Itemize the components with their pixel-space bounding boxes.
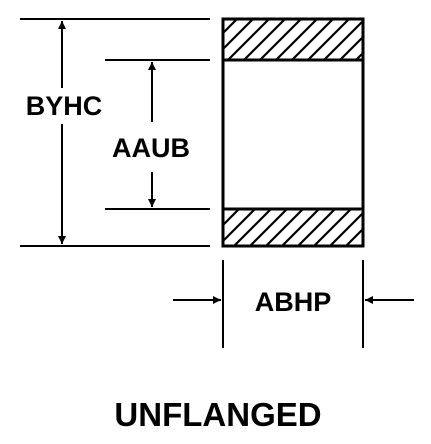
width-dimension-label: ABHP: [255, 287, 332, 317]
bottom-wall-hatch: [224, 209, 362, 245]
inner-dimension-label: AAUB: [112, 133, 190, 163]
width-dimension: ABHP: [173, 260, 414, 348]
outer-dimension: BYHC: [20, 18, 210, 247]
outer-dimension-label: BYHC: [26, 91, 103, 121]
inner-dimension: AAUB: [105, 59, 210, 210]
diagram-caption: UNFLANGED: [114, 396, 321, 433]
top-wall-hatch: [224, 20, 362, 60]
bushing-outline: [221, 17, 365, 248]
bushing-section: [221, 17, 365, 248]
